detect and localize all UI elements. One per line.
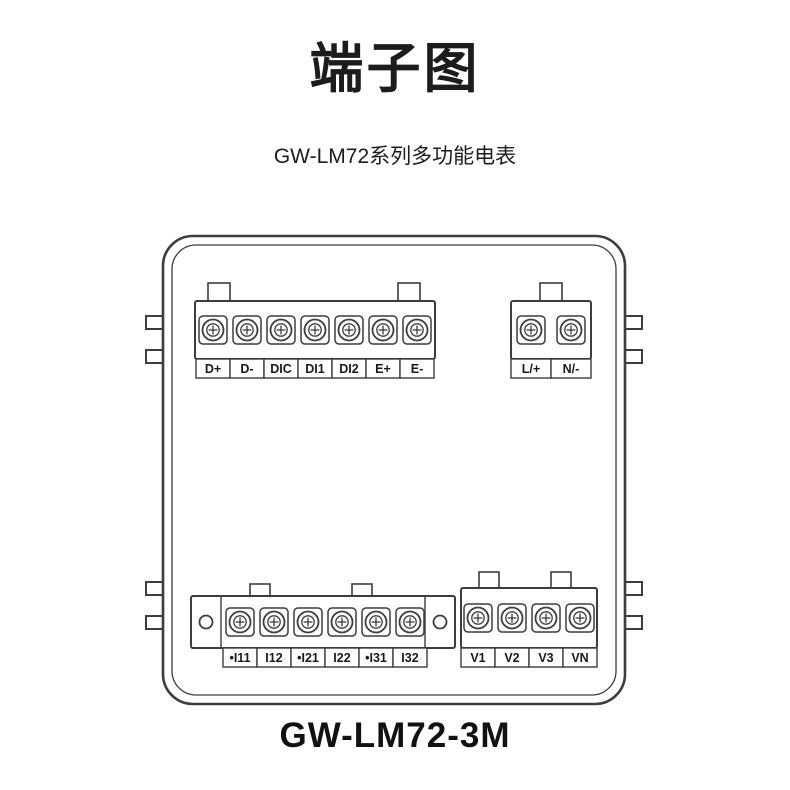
terminal-label-cell xyxy=(399,358,435,379)
terminal-label: •I31 xyxy=(365,651,387,665)
screw-terminal xyxy=(266,315,296,345)
terminal-label: I22 xyxy=(333,651,350,665)
terminal-labels-bottom-left: •I11 I12 •I21 I22 •I31 I32 xyxy=(222,647,428,668)
terminal-label: D- xyxy=(240,362,253,376)
terminal-label: V2 xyxy=(504,651,519,665)
screw-terminal xyxy=(259,607,289,637)
mounting-hole xyxy=(198,614,214,630)
screw-terminal xyxy=(565,603,595,633)
model-caption: GW-LM72-3M xyxy=(279,716,511,755)
screw-terminal xyxy=(327,607,357,637)
mounting-hole xyxy=(432,614,448,630)
screw-terminal xyxy=(497,603,527,633)
terminal-label: D+ xyxy=(205,362,221,376)
terminal-label: DI2 xyxy=(339,362,359,376)
block-tab xyxy=(539,282,563,303)
terminal-label: V1 xyxy=(470,651,485,665)
screw-terminal xyxy=(225,607,255,637)
terminal-labels-top-left: D+ D- DIC DI1 DI2 E+ E- xyxy=(195,358,435,379)
terminal-label: E- xyxy=(411,362,424,376)
terminal-label: •I21 xyxy=(297,651,319,665)
terminal-block-bottom-left: •I11 I12 •I21 I22 •I31 I32 xyxy=(190,583,456,668)
terminal-label: V3 xyxy=(538,651,553,665)
screw-terminal xyxy=(334,315,364,345)
screw-terminal xyxy=(402,315,432,345)
terminal-label-cell xyxy=(562,647,598,668)
screw-terminal xyxy=(368,315,398,345)
terminal-labels-bottom-right: V1 V2 V3 VN xyxy=(460,647,598,668)
page-subtitle: GW-LM72系列多功能电表 xyxy=(273,145,517,168)
page-title: 端子图 xyxy=(309,39,481,99)
screw-terminal xyxy=(531,603,561,633)
screw-terminal xyxy=(361,607,391,637)
block-tab xyxy=(397,282,421,303)
terminal-label: I32 xyxy=(401,651,418,665)
terminal-label-cell xyxy=(550,358,592,379)
terminal-block-top-right: L/+ N/- xyxy=(510,282,592,379)
block-tab xyxy=(550,571,572,590)
screw-terminal xyxy=(463,603,493,633)
screw-terminal xyxy=(293,607,323,637)
block-tab xyxy=(207,282,231,303)
terminal-label: DI1 xyxy=(305,362,325,376)
screw-terminal xyxy=(516,315,546,345)
device-outline-inner xyxy=(171,244,617,696)
terminal-label: DIC xyxy=(270,362,292,376)
terminal-label: VN xyxy=(571,651,588,665)
terminal-label-cell xyxy=(392,647,428,668)
terminal-label: N/- xyxy=(563,362,580,376)
screw-terminal xyxy=(232,315,262,345)
screw-terminal xyxy=(395,607,425,637)
screw-terminal xyxy=(300,315,330,345)
terminal-block-top-left: D+ D- DIC DI1 DI2 E+ E- xyxy=(194,282,436,379)
block-tab xyxy=(478,571,500,590)
terminal-labels-top-right: L/+ N/- xyxy=(510,358,592,379)
terminal-block-bottom-right: V1 V2 V3 VN xyxy=(460,571,598,668)
terminal-label: L/+ xyxy=(522,362,540,376)
terminal-label: I12 xyxy=(265,651,282,665)
terminal-label: E+ xyxy=(375,362,391,376)
terminal-label: •I11 xyxy=(229,651,250,665)
screw-terminal xyxy=(198,315,228,345)
screw-terminal xyxy=(556,315,586,345)
